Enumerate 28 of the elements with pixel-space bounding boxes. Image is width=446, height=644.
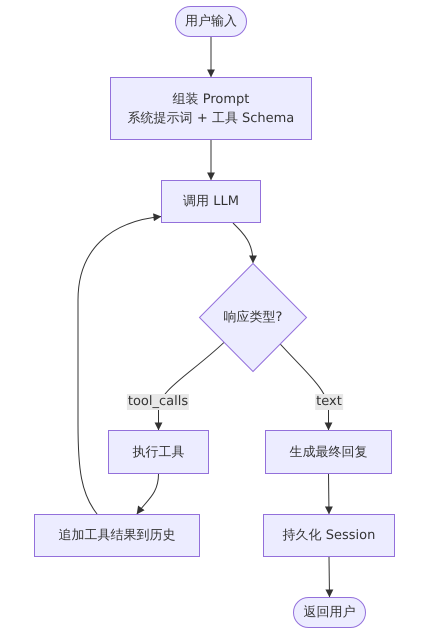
node-label: 组装 Prompt (172, 90, 250, 108)
process-box (263, 514, 395, 557)
node-label: 返回用户 (304, 604, 356, 622)
node-label: 用户输入 (185, 13, 237, 31)
process-box (265, 430, 392, 474)
process-box (34, 514, 200, 557)
node-label: 系统提示词 + 工具 Schema (128, 110, 294, 128)
node-label: 执行工具 (132, 444, 184, 462)
edge-label: tool_calls (126, 394, 190, 410)
node-label: 生成最终回复 (290, 444, 368, 462)
terminal-pill (175, 6, 247, 37)
decision-diamond (199, 263, 307, 372)
node-label: 响应类型? (224, 309, 282, 327)
process-box (161, 180, 261, 223)
arrow (207, 140, 215, 180)
process-box (110, 77, 312, 140)
arrow (325, 556, 334, 598)
arrow (78, 214, 162, 514)
arrow (207, 36, 215, 78)
node-label: 追加工具结果到历史 (58, 527, 176, 545)
process-box (108, 430, 209, 474)
terminal-pill (293, 597, 366, 628)
node-label: 持久化 Session (282, 527, 376, 545)
node-label: 调用 LLM (183, 193, 239, 211)
arrow (324, 474, 333, 514)
edge-label: text (315, 394, 343, 410)
arrow (232, 222, 257, 264)
arrow (136, 474, 159, 514)
